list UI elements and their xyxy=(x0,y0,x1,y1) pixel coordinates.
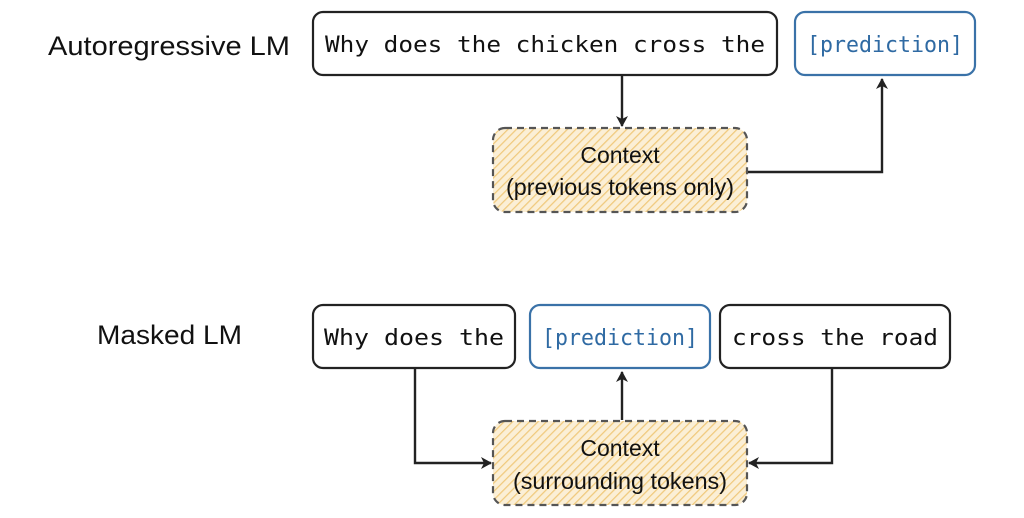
ar-context-subtitle: (previous tokens only) xyxy=(506,174,734,200)
mlm-left-to-context-arrow xyxy=(413,369,492,469)
masked-label: Masked LM xyxy=(97,320,242,350)
mlm-right-box: cross the road xyxy=(718,303,952,370)
mlm-context-box: Context (surrounding tokens) xyxy=(491,419,749,507)
ar-context-to-prediction-arrow xyxy=(748,78,888,174)
ar-context-box: Context (previous tokens only) xyxy=(491,126,749,214)
mlm-context-subtitle: (surrounding tokens) xyxy=(513,468,727,494)
ar-prediction-box: [prediction] xyxy=(793,10,977,77)
mlm-left-box: Why does the xyxy=(311,303,517,370)
ar-input-box: Why does the chicken cross the xyxy=(311,10,779,77)
mlm-context-title: Context xyxy=(580,435,660,461)
autoregressive-label: Autoregressive LM xyxy=(48,31,290,61)
mlm-right-text: cross the road xyxy=(732,326,938,351)
mlm-right-to-context-arrow xyxy=(748,369,834,469)
mlm-left-text: Why does the xyxy=(324,326,504,351)
ar-context-title: Context xyxy=(580,142,660,168)
ar-input-text: Why does the chicken cross the xyxy=(325,33,765,58)
mlm-prediction-text: [prediction] xyxy=(542,326,698,351)
mlm-prediction-box: [prediction] xyxy=(528,303,712,370)
ar-prediction-text: [prediction] xyxy=(807,33,963,58)
